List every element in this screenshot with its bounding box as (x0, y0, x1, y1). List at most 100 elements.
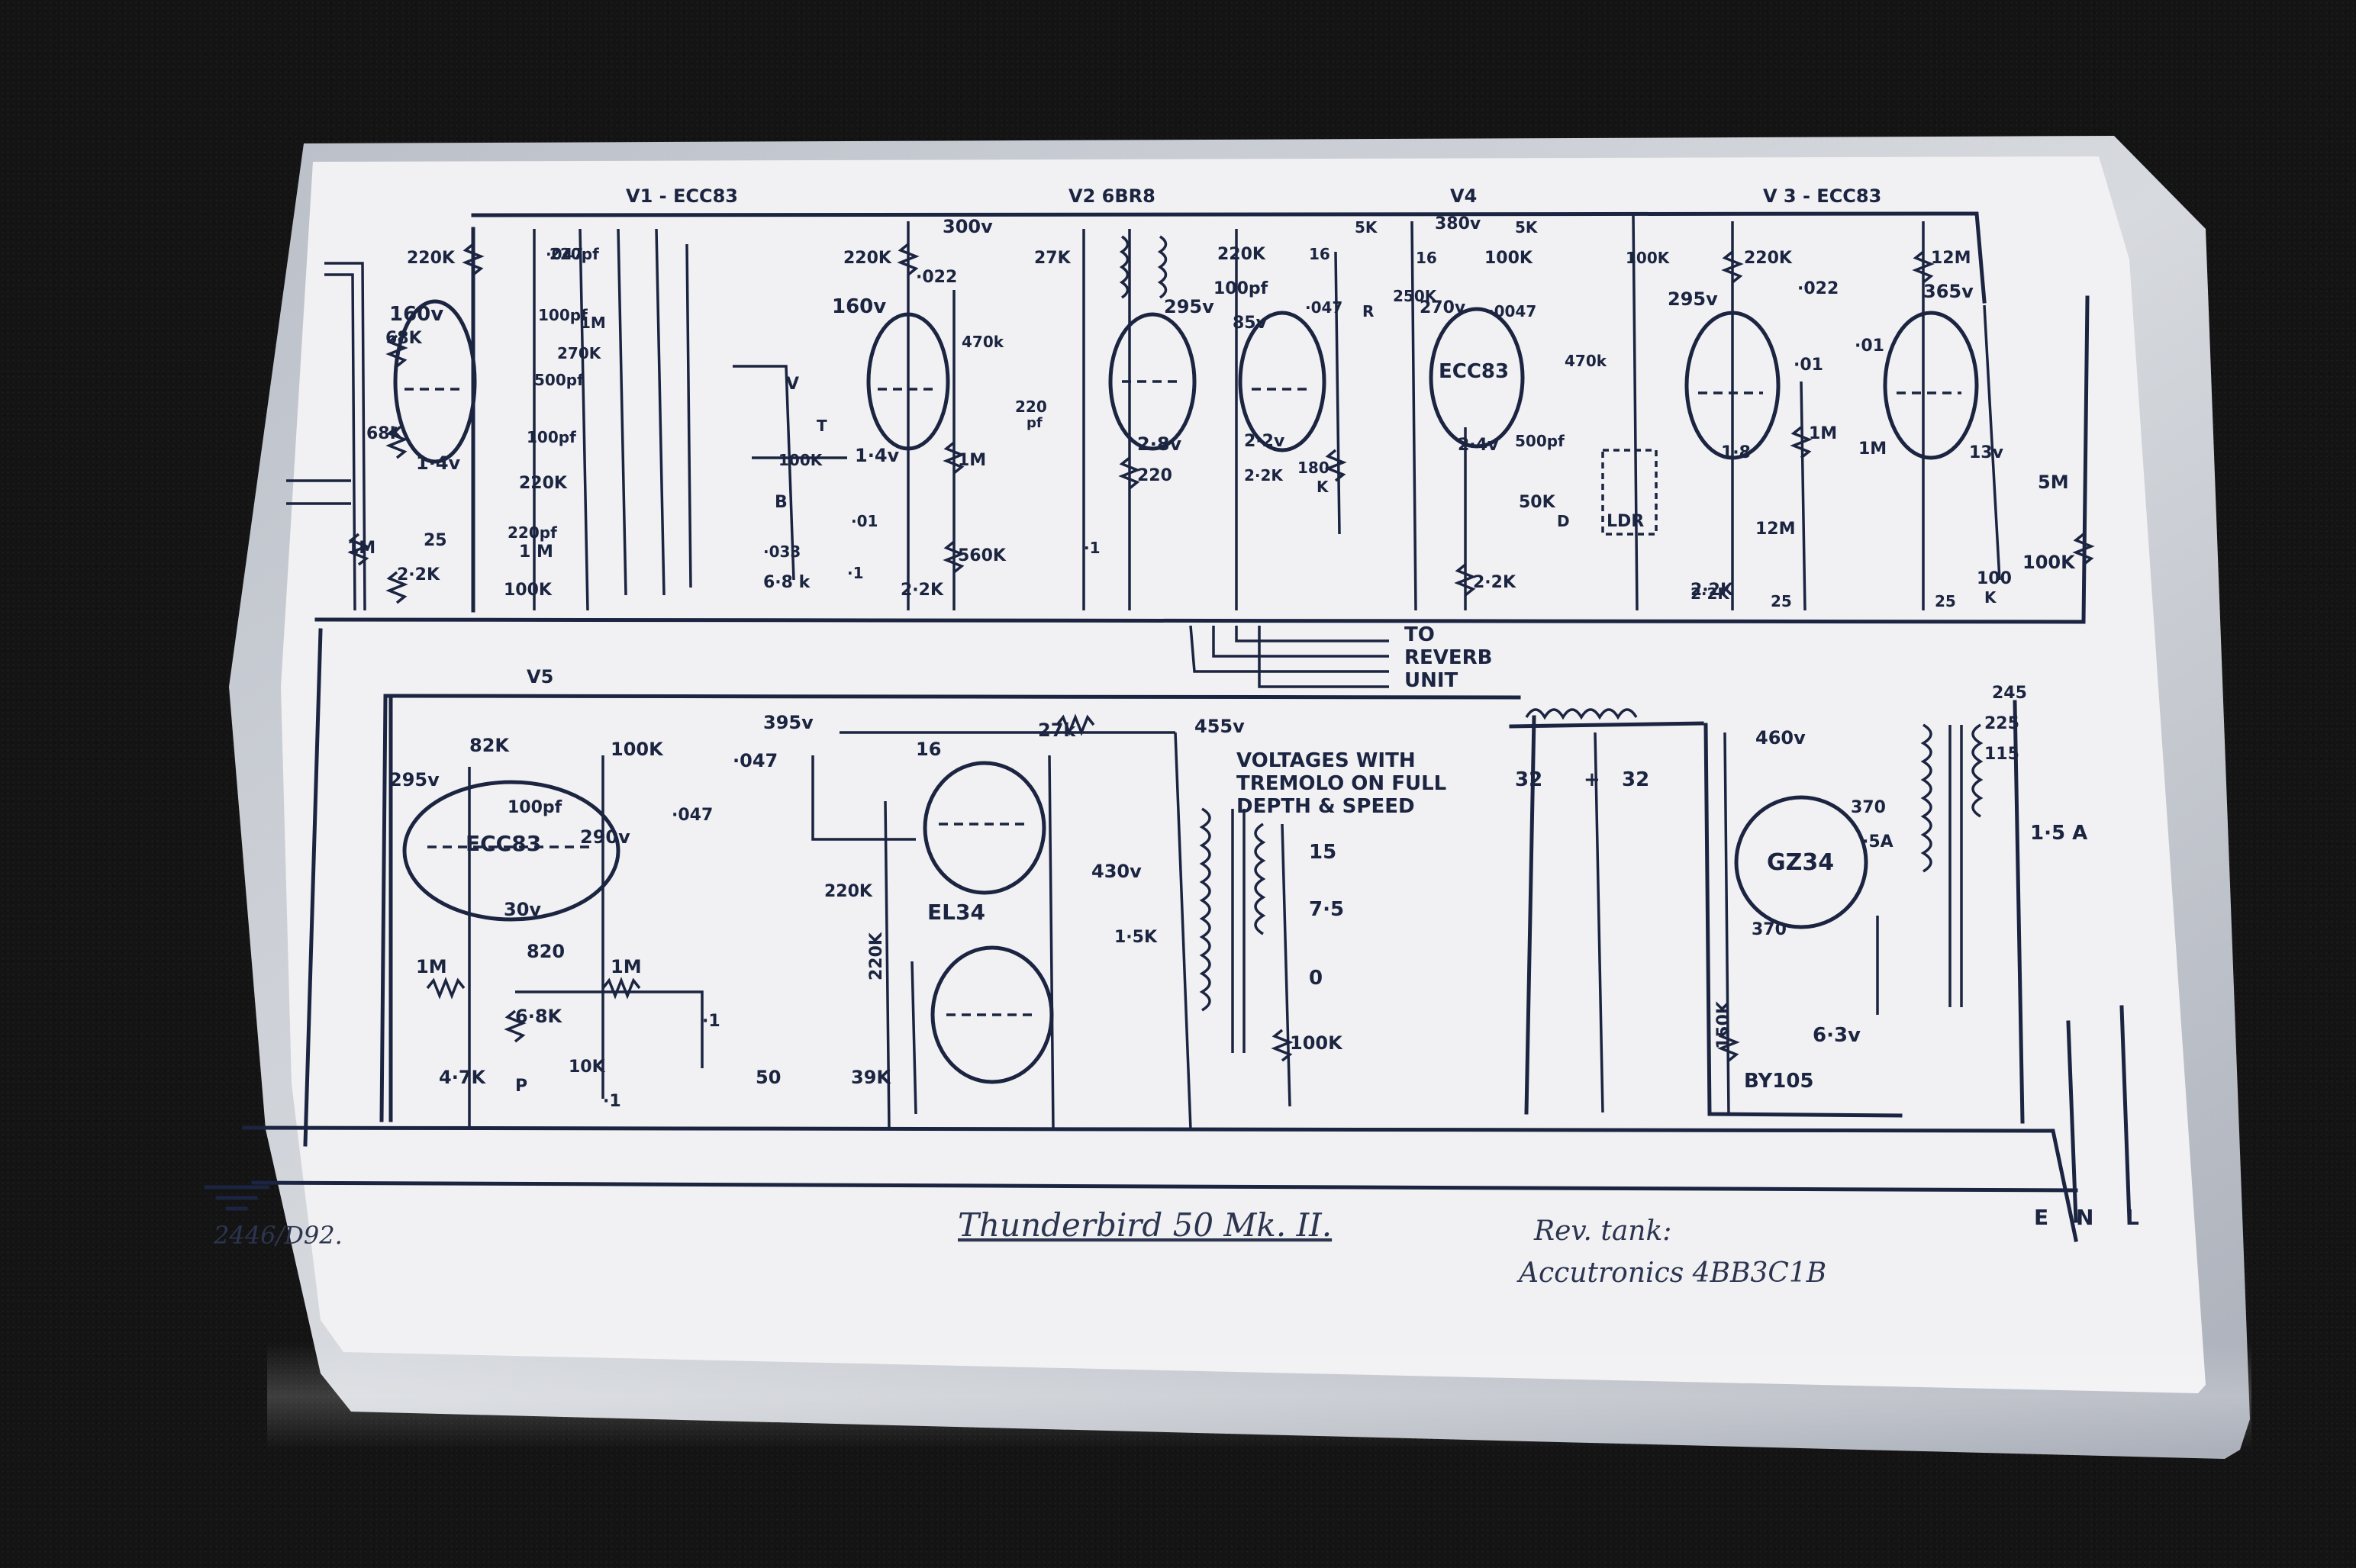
wiring (242, 211, 2132, 1242)
component-label: 1M (1858, 439, 1887, 459)
component-label: 220K (1217, 245, 1266, 264)
component-label: 180 (1297, 459, 1329, 477)
component-label: P (515, 1077, 527, 1096)
component-label: 220pf (550, 245, 599, 263)
v5-cathode-voltage: 30v (504, 899, 541, 920)
labels: V1 - ECC83 V2 6BR8 V4 V 3 - ECC83 V5 ECC… (213, 185, 2139, 1289)
tube-v4b (1429, 307, 1525, 449)
component-label: pf (1027, 415, 1043, 431)
component-label: 2·2K (397, 565, 440, 584)
component-label: 68K (366, 424, 404, 443)
component-label: ·047 (546, 245, 583, 263)
component-label: 500pf (1515, 432, 1565, 450)
tube-gz34 (1734, 795, 1868, 929)
text-line: DEPTH & SPEED (1236, 795, 1415, 818)
component-label: 115 (1984, 745, 2019, 764)
tube-v5 (402, 780, 620, 922)
v5-type: ECC83 (466, 831, 541, 856)
component-label: 1M (416, 956, 447, 977)
component-label: 820 (527, 941, 565, 962)
tube-el34-b (930, 945, 1054, 1084)
component-label: 220K (824, 882, 873, 901)
gz34-tap-a: 370 (1851, 798, 1886, 817)
component-label: 50K (1519, 493, 1556, 512)
component-label: 2·2K (901, 581, 944, 600)
v1-cathode-voltage: 1·4v (416, 452, 461, 474)
component-label: 16 (1416, 249, 1437, 267)
component-label: 5M (2038, 472, 2069, 493)
ldr-label: LDR (1607, 512, 1644, 531)
el34-plate-voltage: 455v (1194, 716, 1245, 737)
output-tap-0: 0 (1309, 967, 1323, 990)
v1-ref: V1 - ECC83 (626, 185, 738, 207)
component-label: 50 (756, 1067, 781, 1088)
earth-symbol (204, 1185, 269, 1211)
mains-earth-label: E (2034, 1205, 2048, 1230)
component-label: 68K (385, 329, 423, 348)
component-label: 1 M (519, 543, 553, 562)
gz34-type: GZ34 (1767, 849, 1834, 876)
component-label: 220 (1137, 466, 1172, 485)
component-label: 2·2K (1244, 466, 1284, 485)
component-label: 25 (424, 531, 447, 550)
component-label: 470k (1565, 352, 1607, 370)
component-label: 220K (867, 932, 886, 980)
component-label: 1M (580, 314, 606, 332)
component-label: ·0047 (1488, 302, 1536, 320)
component-label: ·1 (1084, 539, 1101, 557)
component-label: ·01 (1855, 336, 1884, 356)
v2-plate-voltage: 295v (1164, 296, 1214, 317)
component-label: B (775, 493, 788, 512)
v4-type: ECC83 (1439, 360, 1509, 383)
component-label: 150K (1714, 1000, 1733, 1049)
tube-v4a (1238, 311, 1326, 452)
component-label: K (1317, 478, 1329, 496)
v5-ref: V5 (527, 666, 553, 687)
component-label: BY105 (1744, 1070, 1814, 1093)
v1-plate-voltage: 160v (389, 303, 443, 326)
component-label: 1M (958, 451, 986, 470)
tube-v3a (1684, 311, 1781, 460)
text-line: VOLTAGES WITH (1236, 749, 1416, 772)
component-label: 12M (1931, 249, 1971, 268)
component-label: ·022 (916, 268, 957, 287)
sleeve-glare (267, 1343, 2251, 1450)
component-label: ·047 (672, 806, 713, 825)
component-label: 100K (504, 581, 553, 600)
tubes (393, 299, 1979, 1084)
component-label: 225 (1984, 714, 2019, 733)
component-label: 245 (1992, 684, 2027, 703)
component-label: 220pf (508, 523, 557, 542)
tube-el34-a (923, 761, 1046, 895)
resistors (347, 243, 2095, 1062)
component-label: 1M (347, 539, 375, 558)
v2-supply-voltage: 300v (943, 216, 993, 237)
reverb-tank-model: Accutronics 4BB3C1B (1516, 1257, 1826, 1289)
el34-screen-voltage: 430v (1091, 861, 1142, 882)
mains-neutral-label: N (2076, 1205, 2093, 1230)
component-label: + (1584, 768, 1600, 791)
mains-live-label: L (2126, 1205, 2139, 1230)
v5-plate-a-voltage: 295v (389, 769, 440, 790)
v3-cathode-a-voltage: 1·8 (1721, 443, 1751, 462)
component-label: 32 (1515, 768, 1542, 791)
component-label: 100K (2022, 552, 2076, 573)
component-label: 25 (1771, 592, 1792, 610)
gz34-plate-voltage: 460v (1755, 727, 1806, 749)
gz34-tap-b: 370 (1752, 920, 1787, 939)
component-label: 6·8 k (763, 573, 811, 592)
output-tap-7-5: 7·5 (1309, 898, 1344, 921)
el34-supply-voltage: 395v (763, 712, 814, 733)
v3-plate-a-voltage: 295v (1668, 288, 1718, 310)
component-label: ·5A (1862, 832, 1894, 852)
component-label: 220K (1744, 249, 1793, 268)
component-label: R (1362, 302, 1374, 320)
v3-cathode-b-voltage: 13v (1969, 443, 2004, 462)
v4-plate-b-voltage: 270v (1420, 298, 1466, 317)
component-label: 100K (778, 451, 823, 469)
component-label: 500pf (534, 371, 584, 389)
component-label: ·047 (1305, 298, 1342, 317)
component-label: ·022 (1797, 279, 1839, 298)
